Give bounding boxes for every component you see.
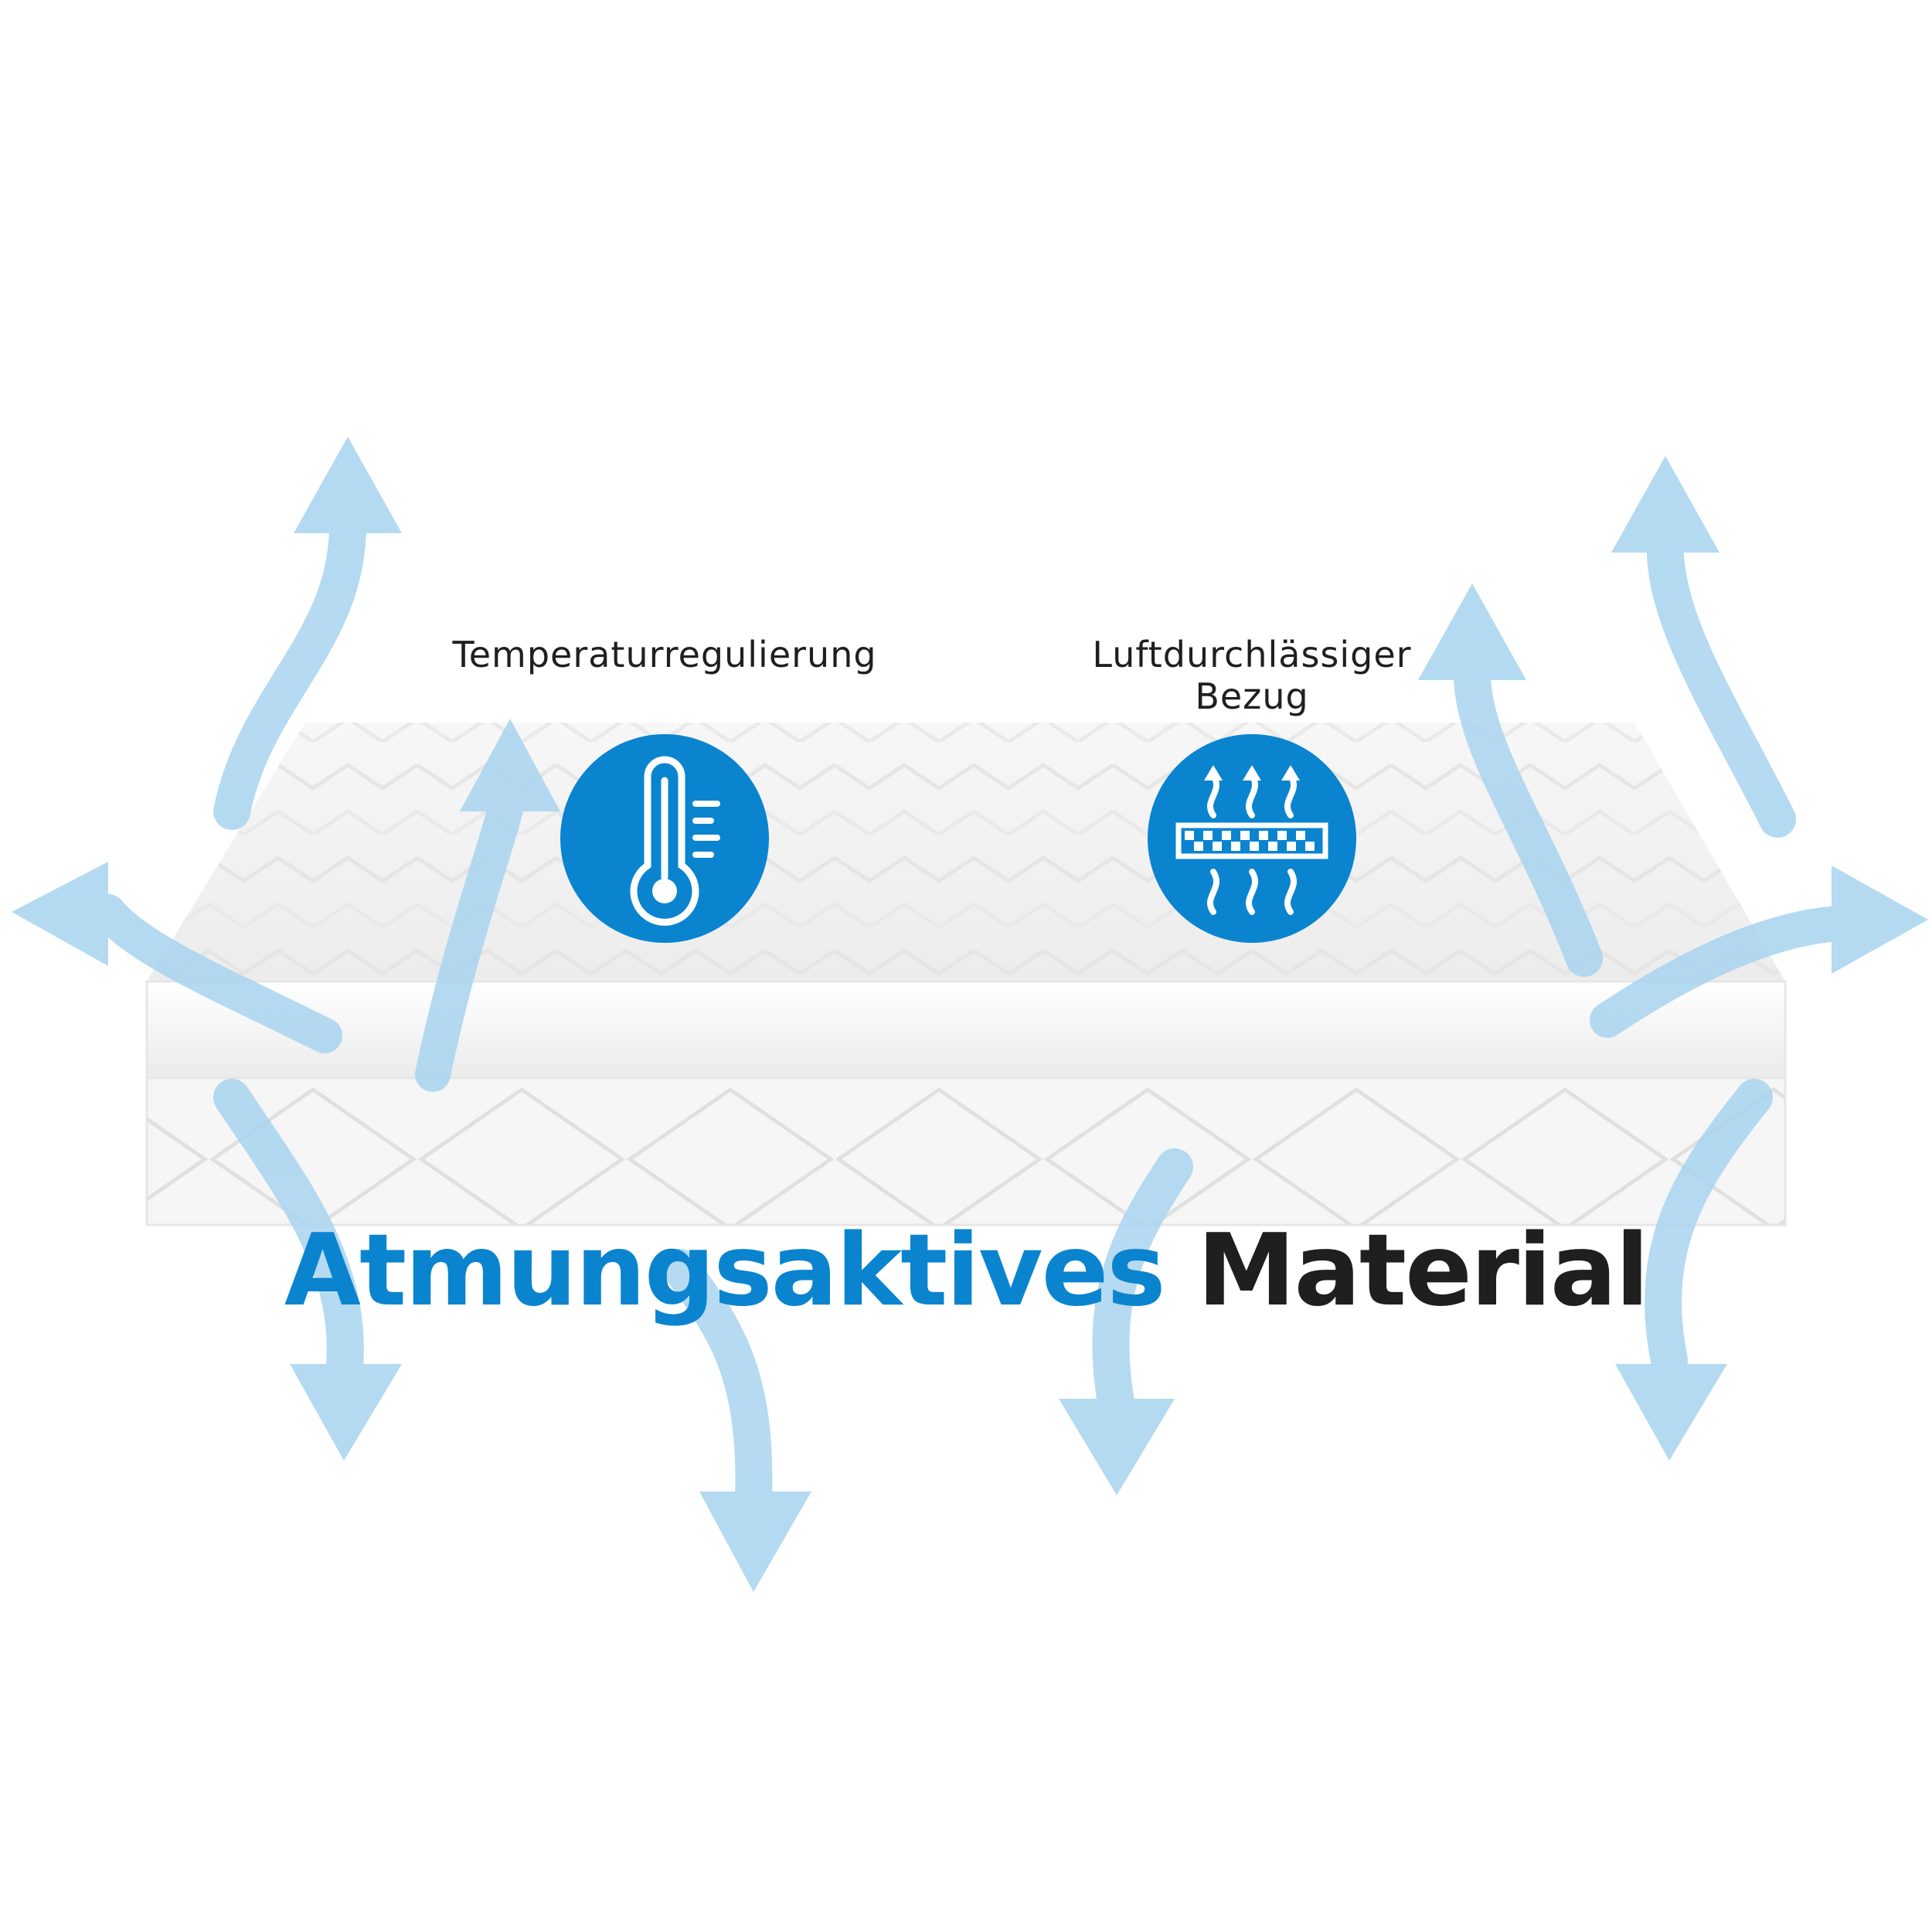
airflow-arrow-right-outward	[1590, 866, 1928, 1038]
airflow-arrow-right-up	[1418, 583, 1603, 977]
headline: Atmungsaktives Material	[0, 1213, 1932, 1328]
thermometer-icon	[560, 734, 769, 943]
headline-part-1: Atmungsaktives	[284, 1213, 1166, 1328]
air-permeable-fabric-icon	[1148, 734, 1356, 943]
mattress	[145, 723, 1787, 1226]
headline-part-2: Material	[1197, 1213, 1649, 1328]
feature-label-breathable-cover: Luftdurchlässiger Bezug	[1092, 634, 1412, 717]
airflow-arrow-center-up	[415, 719, 560, 1092]
airflow-arrow-bottom-center-right-down	[1059, 1148, 1193, 1495]
feature-label-temperature: Temperaturregulierung	[452, 634, 877, 675]
airflow-arrow-top-left	[213, 437, 402, 830]
airflow-arrow-bottom-center-down	[662, 1249, 811, 1592]
airflow-arrow-top-right	[1611, 456, 1796, 838]
airflow-arrow-bottom-left-down	[213, 1079, 402, 1461]
airflow-arrow-left-outward	[12, 862, 342, 1053]
airflow-arrows	[12, 437, 1928, 1592]
airflow-arrow-bottom-right-down	[1615, 1079, 1773, 1461]
